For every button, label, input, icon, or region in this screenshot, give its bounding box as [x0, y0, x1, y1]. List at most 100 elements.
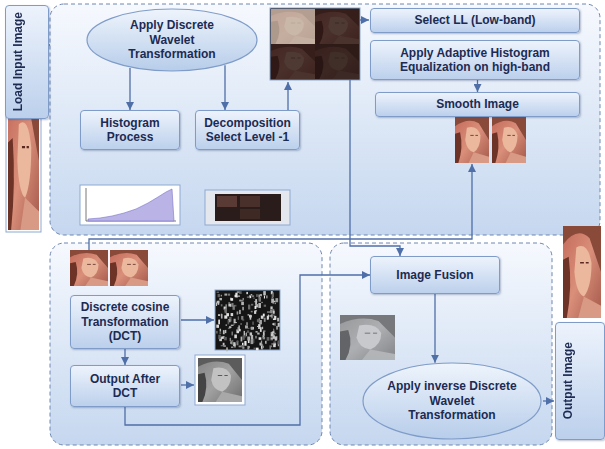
dct-coefficient: [278, 323, 280, 327]
flow-connector: [124, 349, 125, 365]
dct-coefficient: [238, 325, 239, 329]
dct-coefficient: [248, 314, 250, 315]
dct-coefficient: [251, 327, 253, 330]
process-box: Image Fusion: [370, 256, 500, 294]
dct-coefficient: [228, 320, 230, 324]
dct-coefficient: [257, 319, 260, 322]
dct-coefficient: [273, 311, 275, 314]
dct-coefficient: [231, 325, 234, 326]
dct-coefficient: [233, 342, 235, 346]
flow-arrow: [360, 19, 369, 20]
dct-noise: [216, 291, 280, 351]
dct-coefficient: [253, 298, 255, 299]
input-pair-image: [70, 250, 108, 286]
dct-coefficient: [263, 332, 265, 336]
dct-coefficient: [272, 302, 274, 303]
dct-coefficient: [258, 324, 260, 329]
wavelet-ll-band: [271, 9, 315, 44]
dct-coefficient: [234, 322, 237, 323]
dct-coefficient: [231, 298, 234, 300]
dct-coefficient: [251, 294, 253, 295]
decomposition-image: [205, 190, 290, 225]
dct-coefficient: [233, 305, 235, 310]
histogram-curve: [88, 189, 174, 221]
text-holder: Decomposition Select Level -1: [196, 116, 299, 145]
flow-arrow: [287, 82, 288, 110]
dct-coefficient: [218, 335, 220, 339]
dct-coefficient: [255, 299, 257, 304]
node-label: Discrete cosine Transformation (DCT): [76, 300, 174, 343]
dct-coefficient: [271, 345, 272, 347]
text-holder: Histogram Process: [81, 116, 179, 145]
process-box: Apply Adaptive Histogram Equalization on…: [370, 40, 580, 80]
dct-coefficient: [272, 294, 274, 298]
dct-coefficient: [264, 305, 266, 307]
flow-arrow: [543, 400, 554, 401]
histogram-axes: [86, 188, 176, 221]
flow-arrow: [181, 384, 194, 385]
node-label: Smooth Image: [381, 97, 574, 111]
dct-coefficient: [218, 301, 220, 305]
dct-coefficient: [267, 311, 270, 313]
dct-coefficient: [216, 325, 219, 328]
wavelet-image: [270, 8, 360, 80]
dct-coefficient: [258, 327, 260, 328]
dct-coefficient: [241, 302, 244, 305]
dct-coefficient: [216, 331, 218, 334]
text-holder: Apply inverse Discrete Wavelet Transform…: [387, 379, 517, 422]
dct-coefficient: [261, 316, 264, 319]
dct-coefficient: [246, 322, 247, 325]
dct-coefficient: [223, 330, 225, 334]
dct-coefficient: [259, 297, 261, 301]
dct-coefficient: [231, 340, 233, 345]
dct-coefficient: [226, 325, 228, 326]
text-holder: Load Input Image: [6, 12, 48, 111]
dct-coefficient: [228, 304, 231, 307]
dct-coefficient: [245, 325, 248, 328]
smooth-image: [492, 117, 526, 163]
dct-coefficient: [241, 316, 243, 320]
dct-coefficient: [267, 337, 270, 341]
ellipse-shape: [363, 363, 541, 439]
dct-coefficient: [257, 333, 259, 335]
dct-image: [215, 290, 280, 350]
flow-arrow: [181, 319, 214, 320]
dct-output-image: [198, 358, 242, 402]
node-label: Apply Discrete Wavelet Transformation: [110, 18, 234, 61]
dct-coefficient: [234, 335, 237, 339]
dct-coefficient: [247, 330, 249, 333]
dct-coefficient: [269, 315, 272, 316]
node-label: Output Image: [561, 342, 575, 419]
node-label: Select LL (Low-band): [376, 13, 574, 27]
dct-coefficient: [224, 315, 227, 318]
text-holder: Apply Adaptive Histogram Equalization on…: [371, 46, 579, 75]
dct-coefficient: [225, 330, 226, 333]
dct-coefficient: [261, 346, 262, 349]
process-ellipse: Apply Discrete Wavelet Transformation: [86, 8, 258, 72]
dct-coefficient: [254, 311, 256, 314]
dct-coefficient: [259, 297, 261, 302]
dct-coefficient: [273, 341, 276, 343]
dct-coefficient: [219, 332, 221, 334]
dct-coefficient: [250, 315, 252, 320]
dct-coefficient: [270, 309, 272, 313]
dct-coefficient: [224, 294, 227, 296]
dct-coefficient: [273, 323, 276, 326]
text-holder: Discrete cosine Transformation (DCT): [71, 300, 179, 343]
dct-coefficient: [244, 341, 246, 346]
dct-coefficient: [271, 338, 273, 339]
dct-coefficient: [221, 295, 222, 297]
decomposition-band: [217, 196, 237, 207]
smooth-image: [455, 117, 489, 163]
process-box: Decomposition Select Level -1: [195, 110, 300, 150]
dct-coefficient: [235, 293, 237, 298]
decomposition-band: [240, 196, 260, 207]
dct-coefficient: [263, 330, 265, 331]
dct-coefficient: [221, 314, 223, 319]
dct-coefficient: [275, 337, 277, 341]
dct-coefficient: [241, 337, 243, 342]
node-label: Output After DCT: [76, 372, 174, 401]
dct-coefficient: [246, 292, 248, 294]
dct-coefficient: [270, 306, 272, 309]
